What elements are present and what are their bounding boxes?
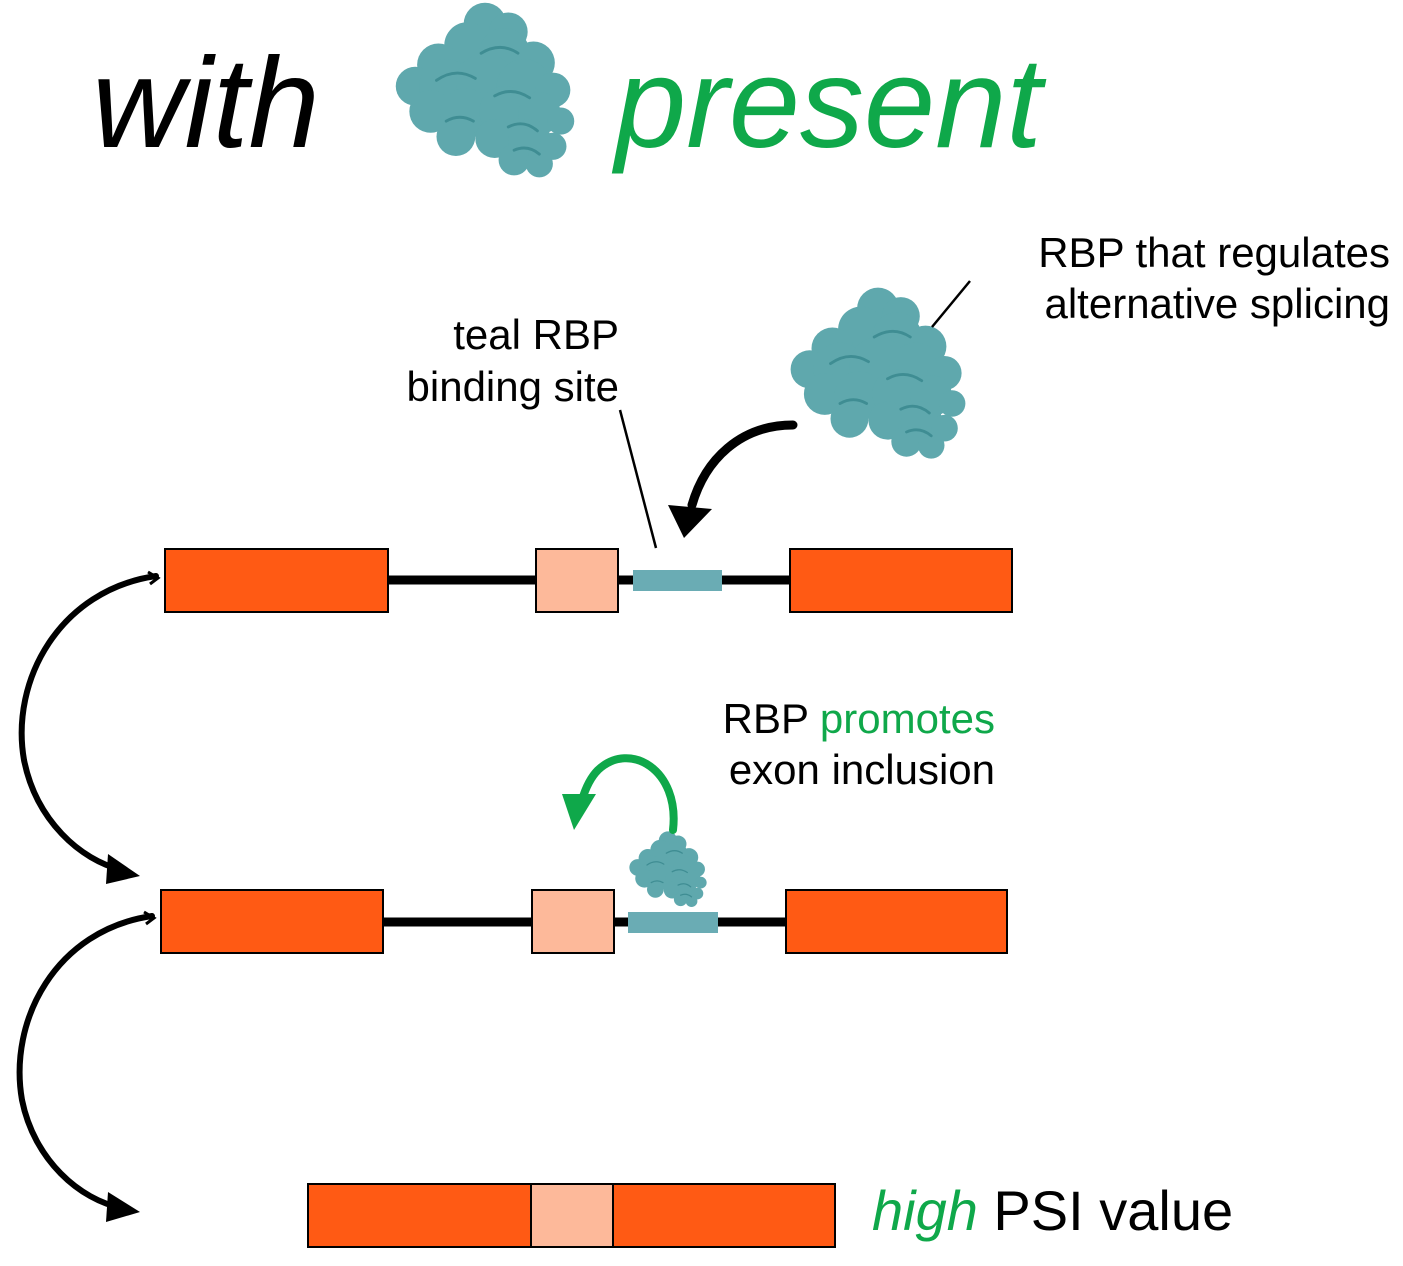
result-label-rest: PSI value (977, 1179, 1234, 1242)
binding-site-label-line1: teal RBP (453, 311, 619, 358)
binding-site-leader-line (618, 409, 658, 549)
title-word-present: present (615, 32, 1042, 175)
rbp-label-line2: alternative splicing (1044, 280, 1390, 327)
constitutive-exon-right (789, 548, 1013, 613)
result-label: high PSI value (872, 1183, 1233, 1239)
constitutive-exon-left (307, 1183, 532, 1248)
constitutive-exon-left (164, 548, 389, 613)
binding-site-label-line2: binding site (406, 363, 619, 410)
promotes-arrow (562, 754, 678, 834)
result-label-italic: high (872, 1179, 978, 1242)
mature-mrna (307, 1183, 836, 1248)
binding-arrow (668, 420, 798, 538)
protein-blob-icon (395, 2, 575, 178)
splicing-arrow-2 (16, 910, 157, 1222)
promotes-label-word: promotes (819, 695, 995, 742)
promotes-label-prefix: RBP (722, 695, 820, 742)
pre-mrna-row-2 (160, 889, 1008, 954)
binding-site (628, 912, 718, 933)
promotes-label-line1: RBP promotes (723, 698, 995, 740)
constitutive-exon-right (785, 889, 1008, 954)
title-word-with: with (92, 32, 320, 175)
protein-blob-icon (790, 287, 966, 459)
rbp-label-leader-line (931, 280, 971, 328)
alternative-exon (535, 548, 619, 613)
constitutive-exon-left (160, 889, 384, 954)
splicing-arrow-1 (18, 570, 161, 884)
binding-site (633, 570, 722, 591)
protein-blob-icon (629, 831, 707, 907)
rbp-label-line1: RBP that regulates (1038, 229, 1390, 276)
alternative-exon (530, 1183, 614, 1248)
constitutive-exon-right (612, 1183, 836, 1248)
pre-mrna-row-1 (164, 548, 1013, 613)
promotes-label-line2: exon inclusion (728, 746, 995, 793)
alternative-exon (531, 889, 615, 954)
